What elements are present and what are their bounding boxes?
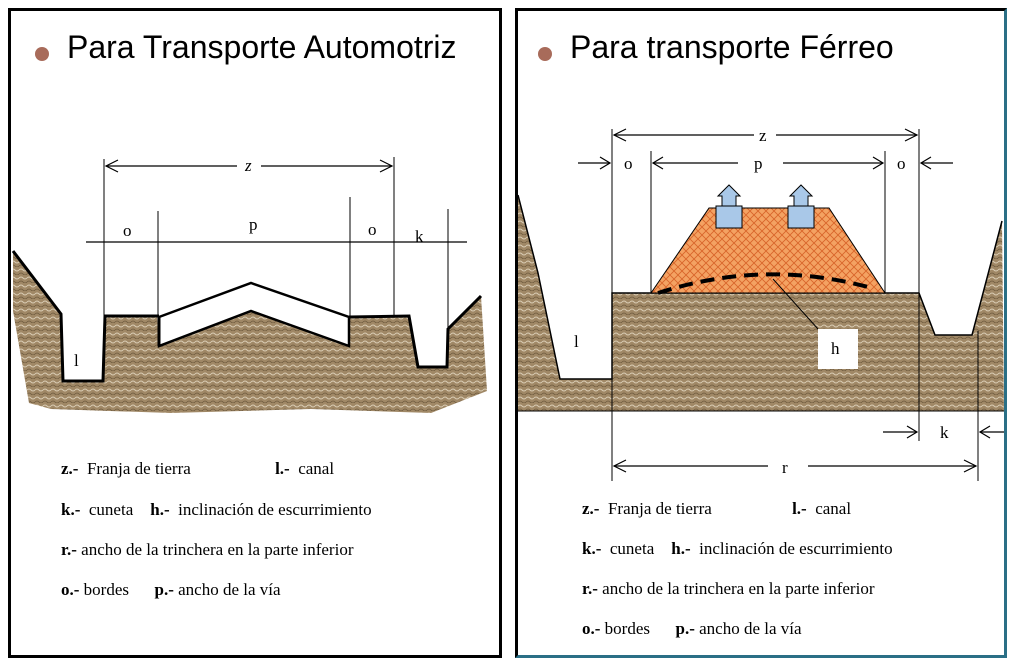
road-cross-section-diagram: z o p o k l [11,156,487,413]
legend-line-1: z.- Franja de tierra l.- canal [61,459,335,478]
rail-cross-section-diagram: z o p o h l k r [518,123,1004,481]
title-bullet [35,47,49,61]
ballast [650,207,886,294]
legend-line-2: k.- cuneta h.- inclinación de escurrimie… [582,539,893,558]
terrain-soil [518,195,1004,411]
o-label-right: o [368,220,377,239]
legend-line-1: z.- Franja de tierra l.- canal [582,499,852,518]
legend-line-3: r.- ancho de la trinchera en la parte in… [582,579,875,598]
h-label: h [831,339,840,358]
l-label: l [74,351,79,370]
road-outline [11,250,483,383]
r-label: r [782,458,788,477]
o-label-right: o [897,154,906,173]
panel-title: Para Transporte Automotriz [67,29,457,65]
z-label: z [244,156,252,175]
rail-left [715,184,743,229]
legend-line-2: k.- cuneta h.- inclinación de escurrimie… [61,500,372,519]
rail-transport-panel: Para transporte Férreo [515,8,1007,658]
road-transport-panel: Para Transporte Automotriz z o p o [8,8,502,658]
panel-title: Para transporte Férreo [570,29,894,65]
p-label: p [249,215,258,234]
z-label: z [759,126,767,145]
o-label-left: o [123,221,132,240]
drainage-slope-curve [657,272,869,295]
rail-right [787,184,815,229]
legend-line-4: o.- bordes p.- ancho de la vía [582,619,802,638]
l-label: l [574,332,579,351]
k-label: k [415,227,424,246]
legend-line-3: r.- ancho de la trinchera en la parte in… [61,540,354,559]
title-bullet [538,47,552,61]
o-label-left: o [624,154,633,173]
p-label: p [754,154,763,173]
legend-line-4: o.- bordes p.- ancho de la vía [61,580,281,599]
k-label: k [940,423,949,442]
terrain-soil [13,251,487,413]
